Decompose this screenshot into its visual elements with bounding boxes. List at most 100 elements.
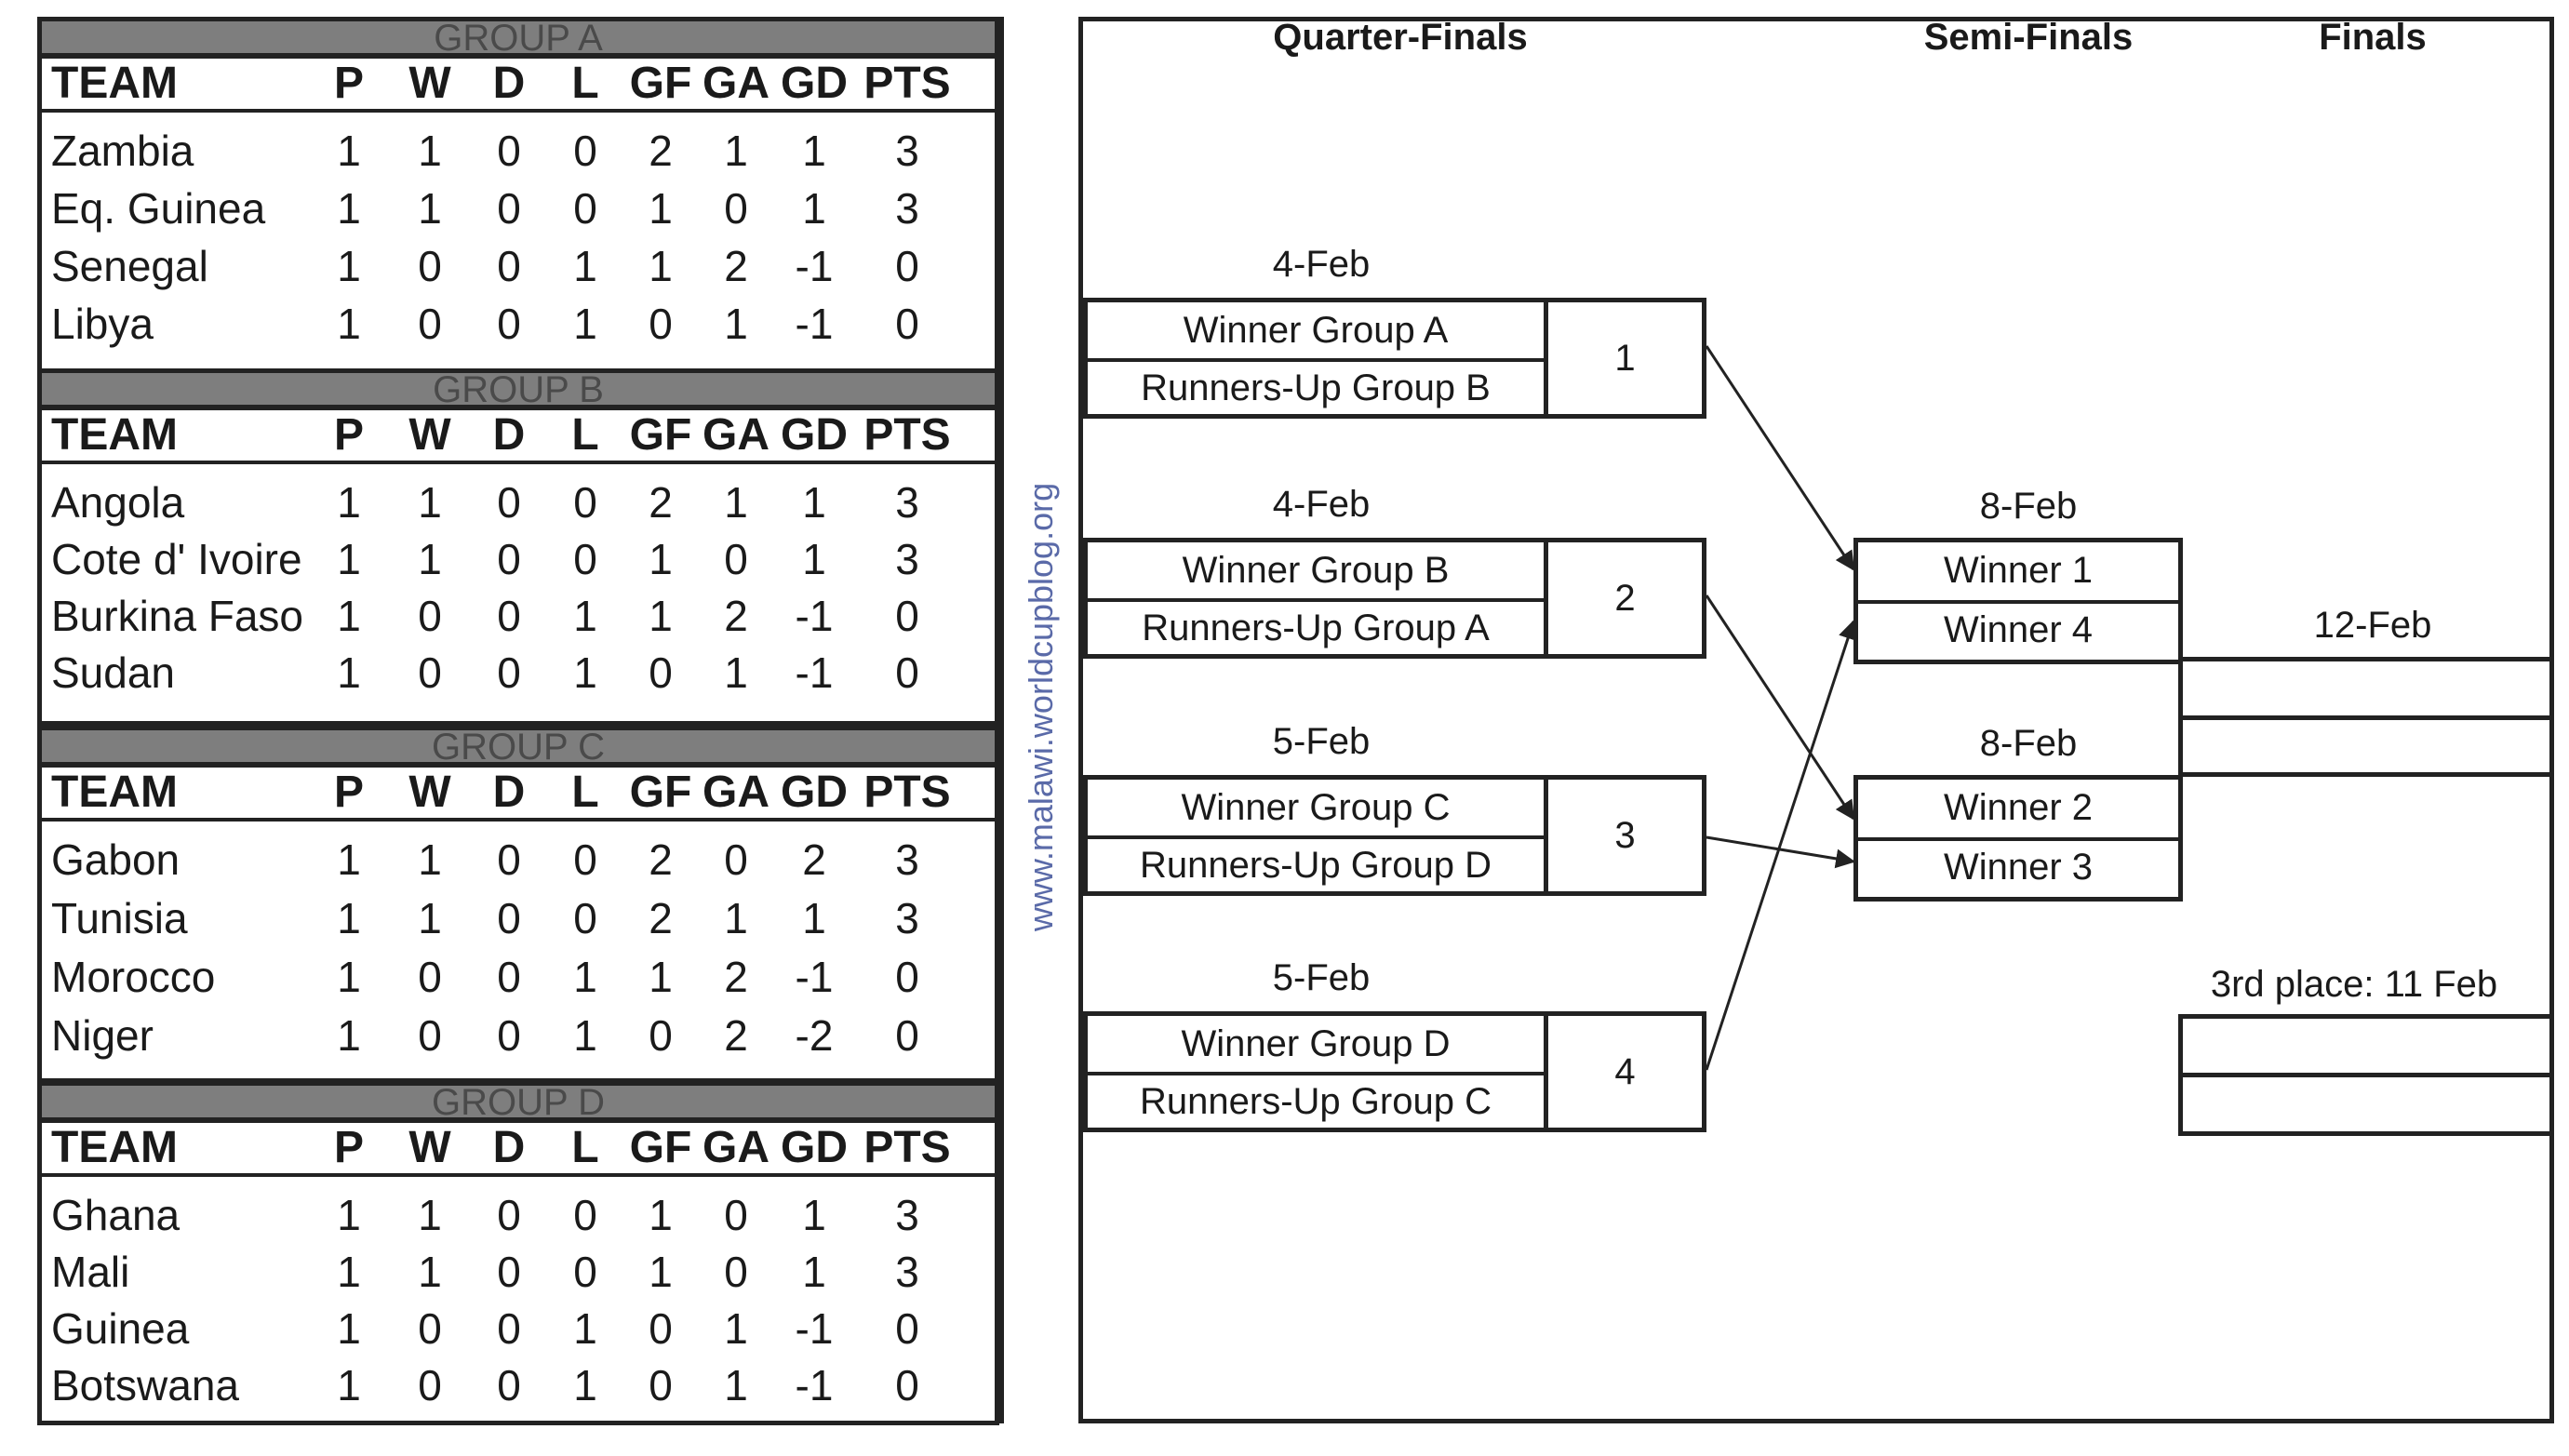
final-slot-2 <box>2178 715 2554 777</box>
stat-d: 0 <box>497 1191 521 1239</box>
stat-gf: 2 <box>649 127 673 175</box>
stat-gf: 2 <box>649 478 673 527</box>
team-name: Eq. Guinea <box>51 184 266 233</box>
stat-l: 1 <box>573 1361 597 1409</box>
stat-ga: 2 <box>724 592 748 640</box>
stat-ga: 0 <box>724 184 748 233</box>
stat-w: 1 <box>418 478 442 527</box>
stat-p: 1 <box>337 242 361 290</box>
team-slot-home: Winner Group D <box>1181 1023 1451 1064</box>
match-number: 3 <box>1544 775 1706 896</box>
stat-w: 1 <box>418 127 442 175</box>
stat-gf: 0 <box>649 300 673 348</box>
stat-gf: 1 <box>649 1248 673 1296</box>
stat-p: 1 <box>337 835 361 884</box>
stat-w: 1 <box>418 535 442 583</box>
team-name: Guinea <box>51 1304 190 1353</box>
team-name: Burkina Faso <box>51 592 304 640</box>
stat-l: 0 <box>573 184 597 233</box>
stat-ga: 0 <box>724 1191 748 1239</box>
stat-gf: 0 <box>649 1011 673 1060</box>
team-name: Tunisia <box>51 894 188 942</box>
stat-gd: 1 <box>802 127 826 175</box>
slot-divider <box>1858 600 2178 604</box>
match-number: 2 <box>1544 538 1706 659</box>
stat-l: 0 <box>573 1248 597 1296</box>
stat-p: 1 <box>337 592 361 640</box>
column-header-d: D <box>492 1123 526 1172</box>
stat-d: 0 <box>497 894 521 942</box>
stat-ga: 1 <box>724 478 748 527</box>
stat-gd: -1 <box>795 1361 834 1409</box>
column-header-w: W <box>408 768 451 817</box>
team-name: Ghana <box>51 1191 181 1239</box>
stat-p: 1 <box>337 535 361 583</box>
stat-ga: 0 <box>724 835 748 884</box>
column-header-w: W <box>408 1123 451 1172</box>
match-date: 8-Feb <box>1979 723 2078 764</box>
stat-gf: 1 <box>649 592 673 640</box>
stat-l: 0 <box>573 1191 597 1239</box>
column-header-p: P <box>333 768 364 817</box>
team-slot-away: Runners-Up Group D <box>1140 845 1492 886</box>
stat-ga: 2 <box>724 242 748 290</box>
stat-l: 1 <box>573 648 597 697</box>
stat-gd: -1 <box>795 300 834 348</box>
stat-w: 0 <box>418 1304 442 1353</box>
stat-ga: 1 <box>724 127 748 175</box>
stat-l: 0 <box>573 835 597 884</box>
stat-l: 0 <box>573 478 597 527</box>
stat-l: 0 <box>573 894 597 942</box>
team-slot-away: Winner 4 <box>1943 609 2094 650</box>
stat-gd: -1 <box>795 1304 834 1353</box>
column-header-w: W <box>408 59 451 108</box>
stat-gf: 1 <box>649 184 673 233</box>
team-name: Niger <box>51 1011 154 1060</box>
team-slot-home: Winner Group B <box>1182 550 1450 591</box>
stat-p: 1 <box>337 1011 361 1060</box>
stat-d: 0 <box>497 300 521 348</box>
stat-p: 1 <box>337 894 361 942</box>
column-header-pts: PTS <box>863 59 951 108</box>
stat-pts: 0 <box>895 953 919 1001</box>
stat-gf: 1 <box>649 1191 673 1239</box>
advance-arrow <box>1705 345 1855 571</box>
team-name: Mali <box>51 1248 130 1296</box>
round-title: Finals <box>2319 17 2427 58</box>
stat-gd: 1 <box>802 1191 826 1239</box>
stat-gd: 1 <box>802 535 826 583</box>
column-header-gd: GD <box>781 768 848 817</box>
team-slot-home: Winner 2 <box>1943 787 2094 828</box>
stat-w: 0 <box>418 1361 442 1409</box>
stat-gd: -2 <box>795 1011 834 1060</box>
stat-gf: 2 <box>649 835 673 884</box>
stat-gd: -1 <box>795 592 834 640</box>
stat-ga: 1 <box>724 300 748 348</box>
final-date: 12-Feb <box>2313 605 2432 646</box>
column-header-gd: GD <box>781 410 848 460</box>
stat-pts: 0 <box>895 242 919 290</box>
stat-p: 1 <box>337 300 361 348</box>
stat-gd: 1 <box>802 1248 826 1296</box>
stat-gd: 1 <box>802 184 826 233</box>
stat-gf: 0 <box>649 1361 673 1409</box>
stat-pts: 3 <box>895 1248 919 1296</box>
round-title: Semi-Finals <box>1923 17 2134 58</box>
column-header-ga: GA <box>702 768 769 817</box>
column-header-team: TEAM <box>51 410 178 460</box>
stat-gd: 2 <box>802 835 826 884</box>
stat-pts: 3 <box>895 535 919 583</box>
stat-ga: 0 <box>724 535 748 583</box>
stat-ga: 1 <box>724 648 748 697</box>
